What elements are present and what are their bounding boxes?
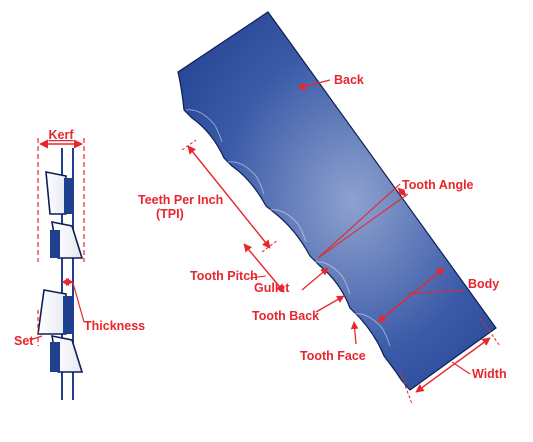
tooth-3	[37, 289, 73, 335]
tooth-face-label: Tooth Face	[300, 349, 366, 363]
thickness-label: Thickness	[84, 319, 145, 333]
tpi-extent-top	[181, 139, 197, 151]
tooth-back-arrow	[315, 295, 345, 313]
back-arrow	[297, 79, 331, 91]
width-leader	[451, 361, 471, 375]
body-dimension-arrow	[377, 267, 445, 323]
blade-perspective-view	[177, 11, 497, 391]
set-leader	[29, 335, 43, 341]
tooth-1	[45, 171, 73, 215]
blade-body	[177, 11, 497, 391]
set-label: Set	[14, 334, 34, 348]
tooth-2	[50, 220, 84, 259]
tooth-angle-arc	[397, 187, 407, 197]
tooth-pitch-leader	[249, 275, 267, 279]
tooth-pitch-arrow	[243, 243, 285, 293]
tooth-4	[50, 334, 84, 373]
width-extent-right	[479, 317, 501, 347]
gullet-label: Gullet	[254, 281, 290, 295]
tooth-back-label: Tooth Back	[252, 309, 319, 323]
tpi-label-line1: Teeth Per Inch	[138, 193, 223, 207]
gullet-highlight-1	[185, 109, 223, 143]
gullet-highlight-4	[313, 261, 351, 295]
body-leader	[407, 289, 465, 295]
tooth-angle-label: Tooth Angle	[402, 178, 474, 192]
back-label: Back	[334, 73, 364, 87]
tooth-pitch-label: Tooth Pitch	[190, 269, 258, 283]
side-profile-view: Kerf Thickness Set	[14, 128, 145, 400]
body-label: Body	[468, 277, 499, 291]
gullet-highlight-5	[353, 313, 391, 347]
width-dimension-arrow	[415, 337, 491, 393]
width-label: Width	[472, 367, 507, 381]
gullet-arrow	[301, 267, 329, 291]
tooth-angle-line-1	[317, 183, 401, 259]
gullet-highlight-3	[269, 209, 307, 243]
thickness-leader	[72, 282, 85, 323]
width-extent-left	[399, 371, 413, 405]
tooth-angle-line-2	[317, 193, 409, 259]
tpi-label-line2: (TPI)	[156, 207, 184, 221]
tpi-dimension-arrow	[187, 145, 271, 249]
blade-annotations: Back Teeth Per Inch (TPI) Tooth Pitch To…	[138, 73, 507, 405]
tooth-face-arrow	[350, 321, 359, 345]
kerf-label: Kerf	[48, 128, 74, 142]
